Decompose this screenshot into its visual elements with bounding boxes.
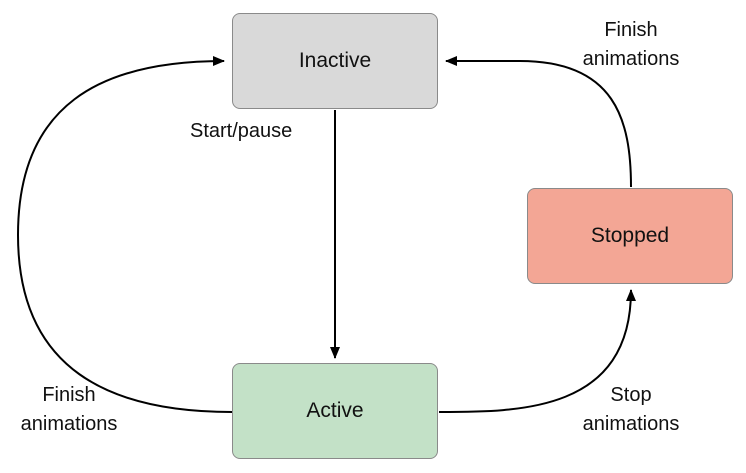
state-active-label: Active (306, 399, 364, 422)
state-inactive-label: Inactive (298, 49, 372, 72)
arrow-stop (438, 289, 636, 413)
arrow-finish-from-stopped (445, 56, 632, 188)
label-stop-line2: animations (582, 413, 680, 435)
label-stop-line1: Stop (610, 384, 652, 406)
label-start-pause: Start/pause (190, 117, 292, 146)
label-finish-top-line1: Finish (604, 19, 658, 41)
label-finish-animations-left: Finish animations (0, 381, 138, 439)
state-stopped-label: Stopped (590, 224, 670, 247)
state-active: Active (232, 363, 438, 459)
state-inactive: Inactive (232, 13, 438, 109)
label-finish-left-line2: animations (20, 413, 118, 435)
label-finish-top-line2: animations (582, 48, 680, 70)
state-stopped: Stopped (527, 188, 733, 284)
arrow-finish-from-active (16, 56, 233, 413)
label-stop-animations: Stop animations (556, 381, 706, 439)
label-finish-animations-top: Finish animations (556, 16, 706, 74)
label-start-pause-text: Start/pause (190, 120, 293, 142)
label-finish-left-line1: Finish (42, 384, 96, 406)
